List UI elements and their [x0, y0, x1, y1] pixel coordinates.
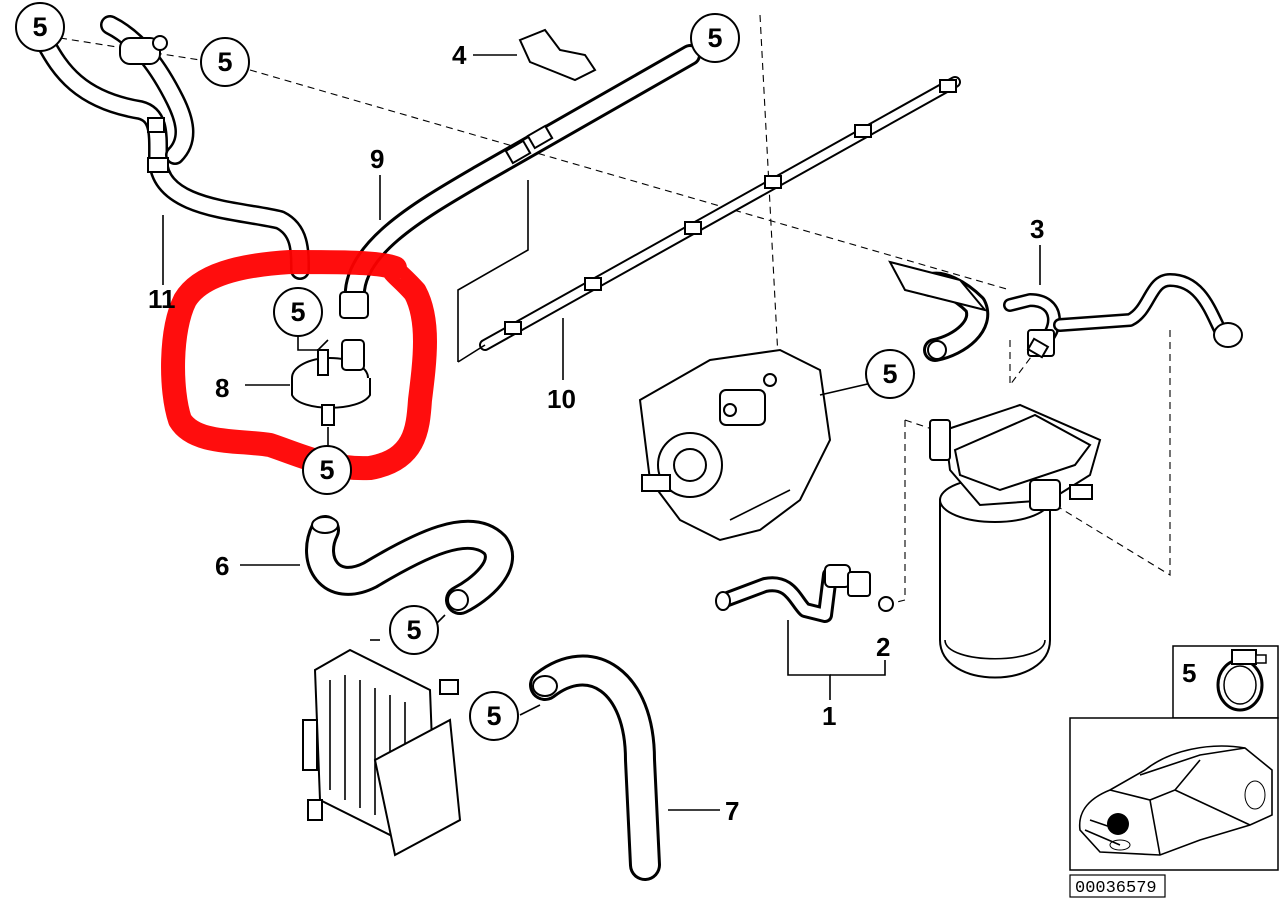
label-1: 1 [822, 701, 836, 731]
clamp-4 [518, 28, 597, 82]
fuel-filter-housing [929, 403, 1102, 679]
hose-9 [339, 44, 701, 319]
svg-text:5: 5 [882, 359, 897, 389]
callout-clamp: 5 [469, 691, 519, 741]
label-10: 10 [547, 384, 576, 414]
svg-text:5: 5 [32, 12, 47, 42]
location-marker [1107, 813, 1129, 835]
fuel-cooler [302, 648, 462, 857]
callout-clamp: 5 [200, 37, 250, 87]
label-2: 2 [876, 632, 890, 662]
fuel-filter-8 [291, 339, 371, 426]
svg-text:5: 5 [217, 47, 232, 77]
callout-clamp: 5 [690, 13, 740, 63]
hose-11 [35, 15, 310, 280]
part-number-labels: 1 2 3 4 6 7 8 9 10 11 [148, 40, 1044, 826]
svg-text:5: 5 [707, 23, 722, 53]
hose-6 [305, 515, 514, 615]
legend-clamp-label: 5 [1182, 658, 1196, 688]
svg-text:5: 5 [319, 455, 334, 485]
hose-7 [529, 654, 661, 881]
svg-text:5: 5 [290, 297, 305, 327]
label-7: 7 [725, 796, 739, 826]
callout-clamp: 5 [389, 605, 439, 655]
label-4: 4 [452, 40, 467, 70]
leader-lines [162, 54, 1041, 811]
label-11: 11 [148, 284, 176, 314]
injector-line-10 [479, 76, 961, 351]
legend-clamp-box: 5 [1172, 645, 1279, 719]
hose-clamp-icon [1216, 649, 1267, 712]
high-pressure-pump [638, 348, 832, 542]
callout-clamp: 5 [865, 349, 915, 399]
label-6: 6 [215, 551, 229, 581]
circled-callouts: 5 5 5 5 5 5 5 5 [15, 2, 915, 741]
callout-clamp: 5 [15, 2, 65, 52]
label-9: 9 [370, 144, 384, 174]
reference-code: 00036579 [1075, 879, 1157, 898]
reference-code-box: 00036579 [1069, 874, 1166, 898]
hose-1 [715, 564, 894, 623]
svg-text:5: 5 [406, 615, 421, 645]
svg-text:5: 5 [486, 701, 501, 731]
label-3: 3 [1030, 214, 1044, 244]
label-8: 8 [215, 373, 229, 403]
highlight-marker-outline [161, 250, 437, 481]
vehicle-location-box [1069, 717, 1279, 871]
callout-clamp: 5 [273, 287, 323, 337]
callout-clamp: 5 [302, 445, 352, 495]
hose-3 [888, 260, 1243, 362]
